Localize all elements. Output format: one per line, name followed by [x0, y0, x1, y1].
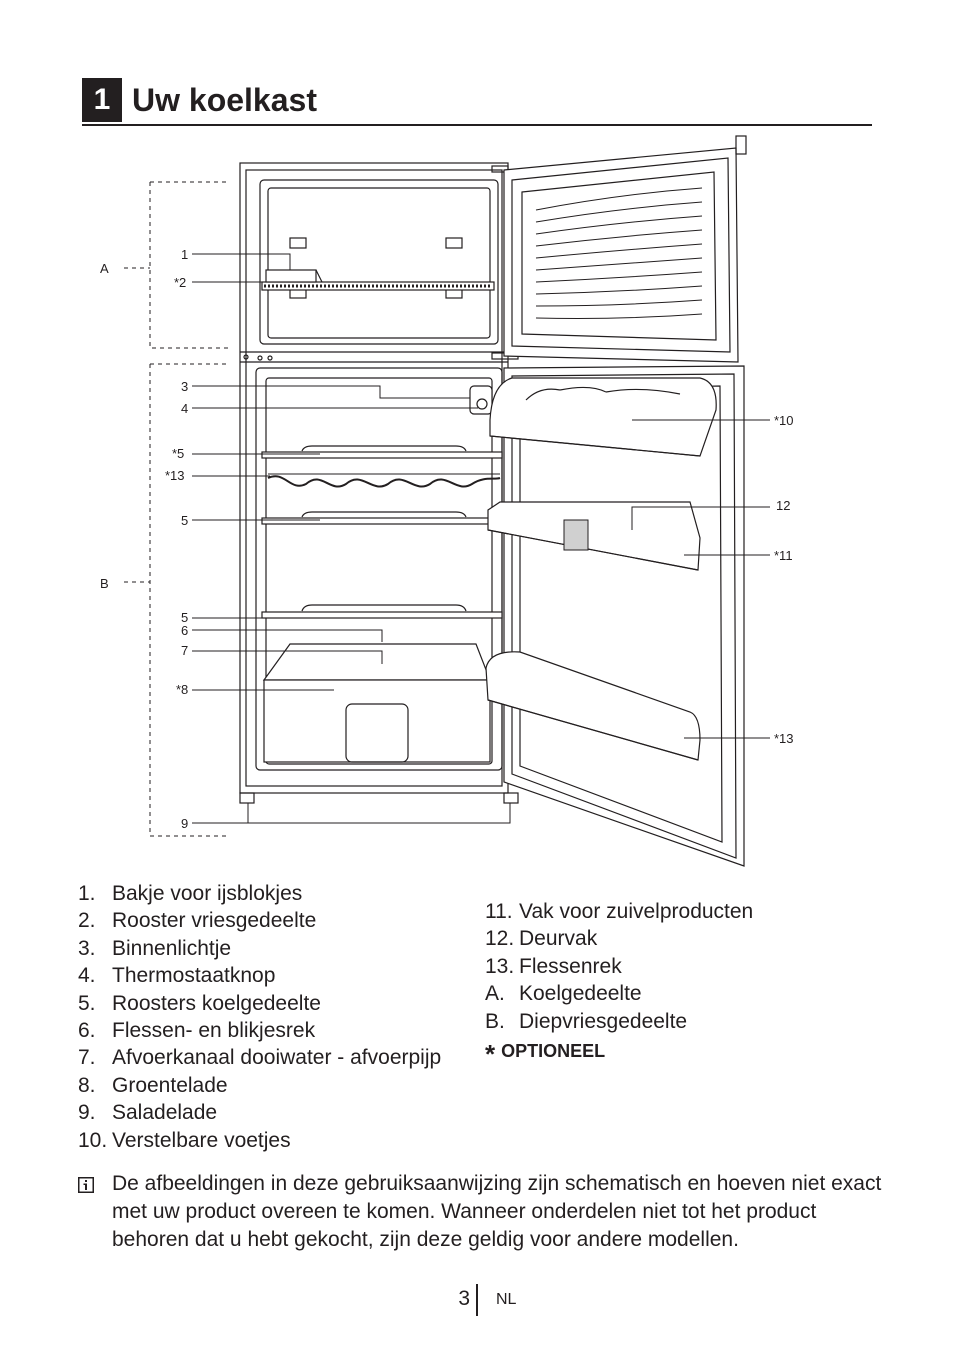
legend-item: 4. Thermostaatknop — [78, 962, 458, 989]
legend-number: 4. — [78, 964, 96, 988]
legend-item: 3. Binnenlichtje — [78, 935, 458, 962]
legend-number: 12. — [485, 927, 515, 951]
callout-8: *8 — [176, 682, 188, 697]
legend-number: 7. — [78, 1046, 96, 1070]
legend-text: Diepvriesgedeelte — [519, 1009, 688, 1033]
legend-text: Groentelade — [112, 1073, 228, 1097]
legend-number: 5. — [78, 991, 96, 1015]
bottle-rack — [267, 475, 501, 488]
legend-text: Verstelbare voetjes — [112, 1128, 291, 1152]
legend-number: A. — [485, 982, 505, 1006]
callout-13b: *13 — [774, 731, 794, 746]
section-header: 1 Uw koelkast — [82, 78, 872, 126]
callout-5a: *5 — [172, 446, 184, 461]
legend-item: 12.Deurvak — [485, 925, 865, 952]
legend-item: 6. Flessen- en blikjesrek — [78, 1017, 458, 1044]
legend-number: 9. — [78, 1101, 96, 1125]
callout-2: *2 — [174, 275, 186, 290]
legend-text: Roosters koelgedeelte — [112, 991, 321, 1015]
legend-number: 11. — [485, 900, 513, 923]
legend-item: 1. Bakje voor ijsblokjes — [78, 880, 458, 907]
legend-item: A. Koelgedeelte — [485, 980, 865, 1007]
callout-10: *10 — [774, 413, 794, 428]
crisper-drawer — [262, 643, 491, 681]
callout-5c: 5 — [181, 610, 188, 625]
legend-item: 9. Saladelade — [78, 1099, 458, 1126]
thermostat — [469, 385, 493, 415]
fridge-diagram: 1 *2 3 4 *5 *13 5 5 6 7 *8 9 *10 12 *11 … — [100, 135, 794, 867]
zone-label-b: B — [100, 576, 109, 591]
optional-note: *OPTIONEEL — [485, 1037, 605, 1068]
section-title: Uw koelkast — [132, 82, 317, 118]
legend-item: 8. Groentelade — [78, 1072, 458, 1099]
fridge-shelf — [261, 451, 503, 459]
callout-12: 12 — [776, 498, 790, 513]
legend-text: Binnenlichtje — [112, 936, 232, 960]
legend-text: Saladelade — [112, 1101, 218, 1125]
legend-item: B. Diepvriesgedeelte — [485, 1008, 865, 1035]
legend-number: 2. — [78, 909, 96, 933]
legend-number: 3. — [78, 936, 96, 960]
adjustable-foot — [503, 792, 519, 804]
page-number: 3 — [458, 1287, 470, 1310]
fridge-shelf — [261, 611, 503, 619]
legend-number: 8. — [78, 1073, 96, 1097]
legend-text: Thermostaatknop — [112, 964, 276, 988]
callout-5b: 5 — [181, 513, 188, 528]
legend-item: 13.Flessenrek — [485, 953, 865, 980]
legend-text: Rooster vriesgedeelte — [112, 909, 317, 933]
legend-text: Deurvak — [519, 927, 598, 951]
fridge-interior — [255, 367, 503, 771]
optional-label: OPTIONEEL — [501, 1041, 606, 1061]
info-icon — [78, 1177, 94, 1193]
callout-4: 4 — [181, 401, 188, 416]
legend-number: 10. — [78, 1128, 108, 1152]
legend-left: 1. Bakje voor ijsblokjes 2. Rooster vriesg… — [78, 880, 458, 1154]
callout-3: 3 — [181, 379, 188, 394]
freezer-door — [503, 147, 739, 363]
callout-7: 7 — [181, 643, 188, 658]
legend-number: 13. — [485, 954, 515, 978]
legend-item: 11. Vak voor zuivelproducten — [485, 898, 865, 925]
freezer-interior — [259, 179, 499, 345]
footer-divider — [476, 1284, 478, 1316]
fridge-shelf — [261, 517, 503, 525]
section-number: 1 — [82, 78, 122, 122]
dairy-compartment — [489, 377, 717, 457]
legend-text: Flessen- en blikjesrek — [112, 1018, 316, 1042]
legend-item: 2. Rooster vriesgedeelte — [78, 907, 458, 934]
legend-item: 7. Afvoerkanaal dooiwater - afvoerpijp — [78, 1044, 458, 1071]
callout-6: 6 — [181, 623, 188, 638]
adjustable-foot — [239, 792, 255, 804]
legend-text: Koelgedeelte — [519, 982, 642, 1006]
legend-right: 11. Vak voor zuivelproducten 12.Deurvak 1… — [485, 898, 865, 1035]
door-bottle-shelf — [485, 651, 701, 761]
callout-11: *11 — [774, 548, 793, 563]
optional-star: * — [485, 1039, 496, 1069]
callout-13a: *13 — [165, 468, 185, 483]
legend-text: Vak voor zuivelproducten — [519, 900, 754, 923]
legend-item: 10.Verstelbare voetjes — [78, 1127, 458, 1154]
language-code: NL — [496, 1291, 517, 1308]
zone-label-a: A — [100, 261, 109, 276]
legend-text: Afvoerkanaal dooiwater - afvoerpijp — [112, 1046, 442, 1070]
legend-item: 5. Roosters koelgedeelte — [78, 990, 458, 1017]
callout-1: 1 — [181, 247, 188, 262]
legend-number: 1. — [78, 882, 96, 905]
legend-number: 6. — [78, 1018, 96, 1042]
ice-tray — [265, 269, 317, 283]
legend-text: Flessenrek — [519, 954, 622, 978]
legend-number: B. — [485, 1009, 505, 1033]
callout-9: 9 — [181, 816, 188, 831]
legend-text: Bakje voor ijsblokjes — [112, 882, 303, 905]
note-text: De afbeeldingen in deze gebruiksaanwijzi… — [112, 1172, 882, 1251]
